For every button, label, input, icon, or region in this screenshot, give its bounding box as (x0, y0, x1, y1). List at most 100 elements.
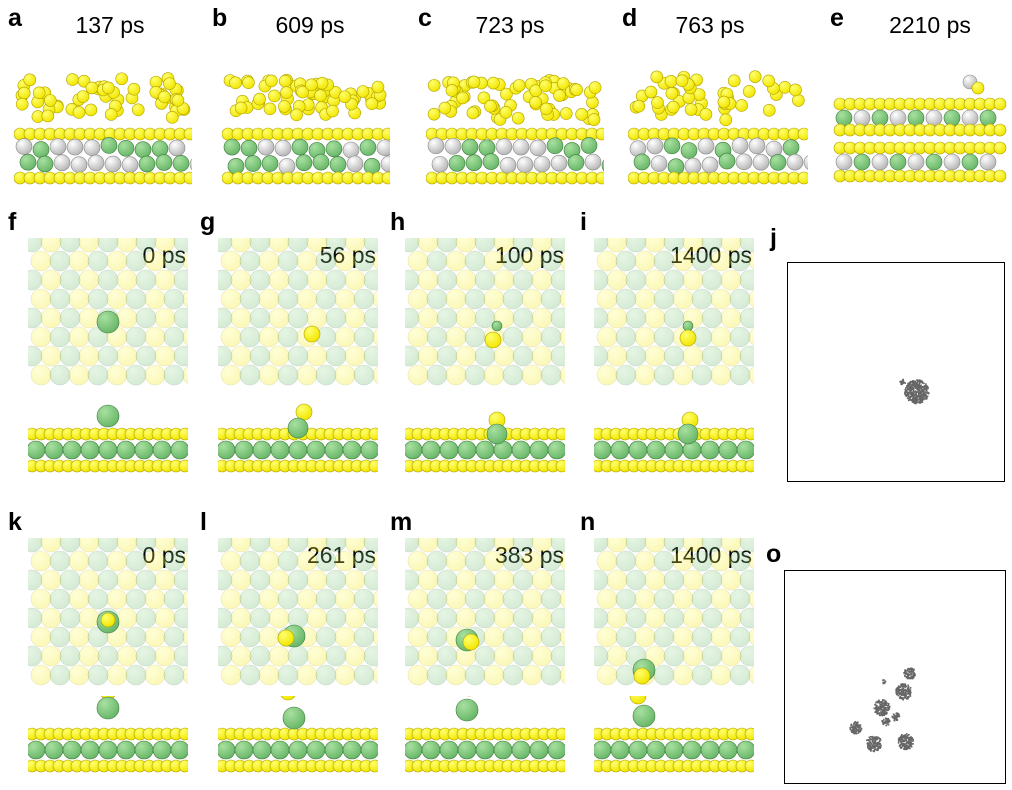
trajectory-point (897, 694, 900, 697)
trajectory-point (906, 747, 909, 750)
trajectory-point (924, 395, 927, 398)
sulfur-atom (40, 345, 62, 367)
sulfur-atom (445, 364, 467, 386)
metal-atom (653, 550, 675, 572)
sulfur-atom (30, 664, 52, 686)
metal-atom (961, 153, 979, 171)
white-atom (533, 155, 551, 173)
trajectory-point (883, 679, 885, 681)
sulfur-atom (144, 664, 166, 686)
trajectory-point (907, 397, 910, 400)
sulfur-atom (178, 459, 188, 473)
metal-atom (633, 153, 651, 171)
trajectory-point (908, 745, 911, 748)
trajectory-point (903, 692, 905, 695)
white-atom (650, 155, 668, 172)
trajectory-point (879, 739, 882, 741)
metal-atom (547, 440, 565, 460)
trajectory-point (855, 730, 857, 733)
metal-atom (511, 740, 531, 760)
white-atom (803, 155, 808, 170)
trajectory-point (902, 736, 905, 739)
trajectory-point (875, 743, 878, 746)
trajectory-point (888, 720, 891, 722)
trajectory-point (909, 670, 912, 673)
metal-atom (277, 588, 299, 610)
metal-atom (173, 345, 188, 367)
metal-atom (474, 345, 496, 367)
metal-atom (363, 345, 378, 367)
trajectory-point (909, 690, 912, 692)
sulfur-atom (644, 269, 666, 291)
white-atom (257, 138, 275, 156)
sulfur-atom (106, 664, 128, 686)
sulfur-atom (717, 95, 731, 109)
metal-atom (426, 588, 448, 610)
trajectory-point (911, 399, 914, 402)
trajectory-point (895, 717, 897, 720)
sulfur-atom (182, 289, 188, 309)
sulfur-atom (455, 307, 477, 329)
metal-atom (312, 153, 330, 171)
metal-atom (610, 740, 630, 760)
metal-atom (32, 141, 50, 158)
trajectory-point (909, 747, 911, 750)
sulfur-atom (493, 607, 515, 629)
sulfur-atom (487, 76, 500, 90)
metal-atom (59, 269, 81, 291)
metal-atom (529, 740, 549, 760)
sulfur-atom (665, 87, 679, 100)
metal-atom (315, 626, 337, 648)
trajectory-point (905, 676, 908, 679)
trajectory-point (915, 397, 917, 399)
sulfur-atom (720, 307, 742, 329)
white-atom (701, 156, 719, 174)
sulfur-atom (104, 108, 118, 121)
metal-atom (325, 607, 347, 629)
trajectory-point (856, 730, 859, 732)
trajectory-point (857, 729, 859, 731)
trajectory-point (883, 682, 885, 685)
trajectory-point (910, 390, 912, 392)
sulfur-atom (559, 107, 573, 120)
sulfur-atom (220, 664, 242, 686)
trajectory-point (883, 699, 886, 702)
trajectory-point (885, 724, 887, 727)
trajectory-point (908, 667, 910, 670)
metal-atom (353, 250, 375, 272)
trajectory-point (901, 697, 904, 700)
metal-atom (436, 607, 458, 629)
sulfur-atom (372, 327, 378, 347)
sulfur-atom (334, 550, 356, 572)
metal-atom (249, 307, 271, 329)
white-atom (53, 154, 71, 172)
metal-atom (550, 645, 565, 667)
sulfur-atom (570, 83, 583, 97)
sulfur-atom (163, 77, 176, 90)
sulfur-atom (483, 664, 505, 686)
sulfur-atom (344, 569, 366, 591)
trajectory-point (908, 670, 910, 673)
metal-atom (287, 345, 309, 367)
trajectory-point (917, 388, 920, 390)
trajectory-point (909, 677, 912, 680)
trajectory-point (882, 702, 885, 704)
trajectory-point (898, 744, 901, 747)
trajectory-point (898, 715, 901, 718)
trajectory-point (877, 748, 879, 750)
trajectory-point (912, 387, 914, 389)
white-atom (961, 109, 979, 127)
trajectory-point (880, 744, 882, 747)
metal-atom (134, 440, 154, 460)
sulfur-atom (556, 77, 570, 90)
metal-atom (502, 588, 524, 610)
sulfur-atom (116, 607, 138, 629)
metal-atom (594, 238, 609, 253)
trajectory-point (886, 709, 888, 712)
trajectory-point (888, 719, 890, 721)
sulfur-atom (314, 89, 327, 103)
trajectory-point (856, 726, 859, 729)
metal-atom (663, 607, 685, 629)
sulfur-atom (182, 627, 188, 647)
trajectory-point (883, 714, 885, 717)
